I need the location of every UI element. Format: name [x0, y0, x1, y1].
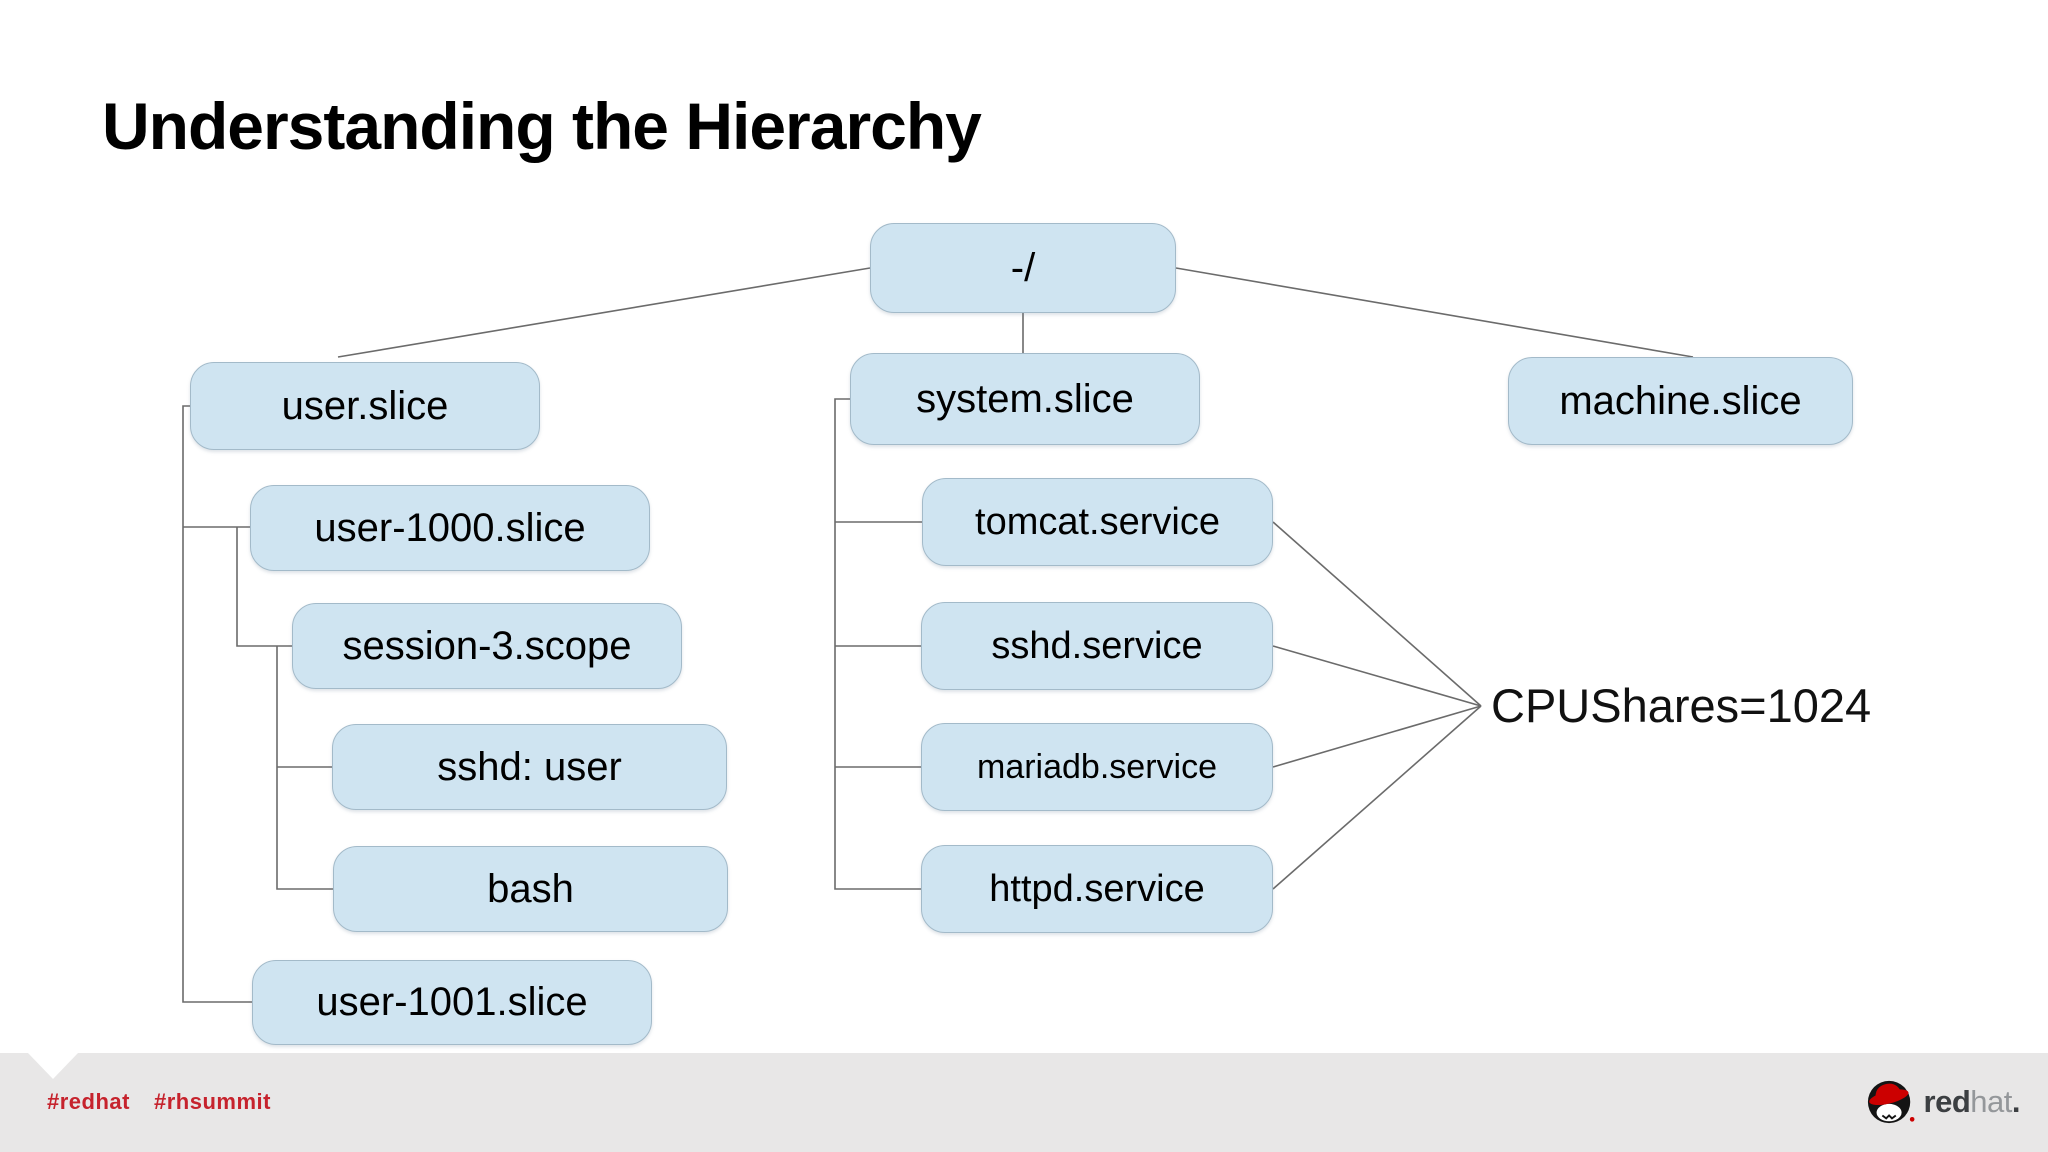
edge-user-1000-session-3 [236, 527, 292, 647]
footer-hashtags: #redhat #rhsummit [47, 1089, 271, 1115]
edge-mariadb-cpushares [1272, 705, 1482, 768]
node-user-slice: user.slice [190, 362, 540, 450]
cpushares-annotation: CPUShares=1024 [1491, 679, 1872, 732]
node-user-1000-slice: user-1000.slice [250, 485, 650, 571]
redhat-logo: redhat. [1866, 1077, 2021, 1127]
hashtag-redhat: #redhat [47, 1089, 130, 1114]
node-user-1001-slice: user-1001.slice [252, 960, 652, 1045]
edge-root-user-slice [337, 267, 871, 358]
node-root: -/ [870, 223, 1176, 313]
redhat-wordmark: redhat. [1923, 1084, 2021, 1120]
node-session-3-scope: session-3.scope [292, 603, 682, 689]
node-system-slice: system.slice [850, 353, 1200, 445]
node-machine-slice: machine.slice [1508, 357, 1853, 445]
edge-sshd-cpushares [1272, 645, 1482, 707]
page-title: Understanding the Hierarchy [102, 89, 982, 163]
hashtag-rhsummit: #rhsummit [153, 1089, 271, 1114]
node-sshd-service: sshd.service [921, 602, 1273, 690]
node-mariadb-service: mariadb.service [921, 723, 1273, 811]
footer-bar: #redhat #rhsummit redhat. [0, 1053, 2048, 1152]
edge-session-3-trunk [276, 646, 333, 890]
logo-word-period: . [2011, 1084, 2021, 1119]
edge-user-slice-trunk [182, 405, 252, 1003]
node-httpd-service: httpd.service [921, 845, 1273, 933]
logo-word-red: red [1923, 1084, 1971, 1119]
node-bash: bash [333, 846, 728, 932]
edge-root-machine-slice [1175, 267, 1694, 358]
footer-notch [28, 1053, 78, 1079]
node-tomcat-service: tomcat.service [922, 478, 1273, 566]
redhat-shadowman-icon [1867, 1080, 1914, 1124]
node-sshd-user: sshd: user [332, 724, 727, 810]
edge-system-slice-trunk [834, 398, 921, 890]
edge-tomcat-cpushares [1272, 521, 1482, 707]
edge-httpd-cpushares [1272, 705, 1482, 890]
logo-word-hat: hat [1970, 1084, 2012, 1119]
